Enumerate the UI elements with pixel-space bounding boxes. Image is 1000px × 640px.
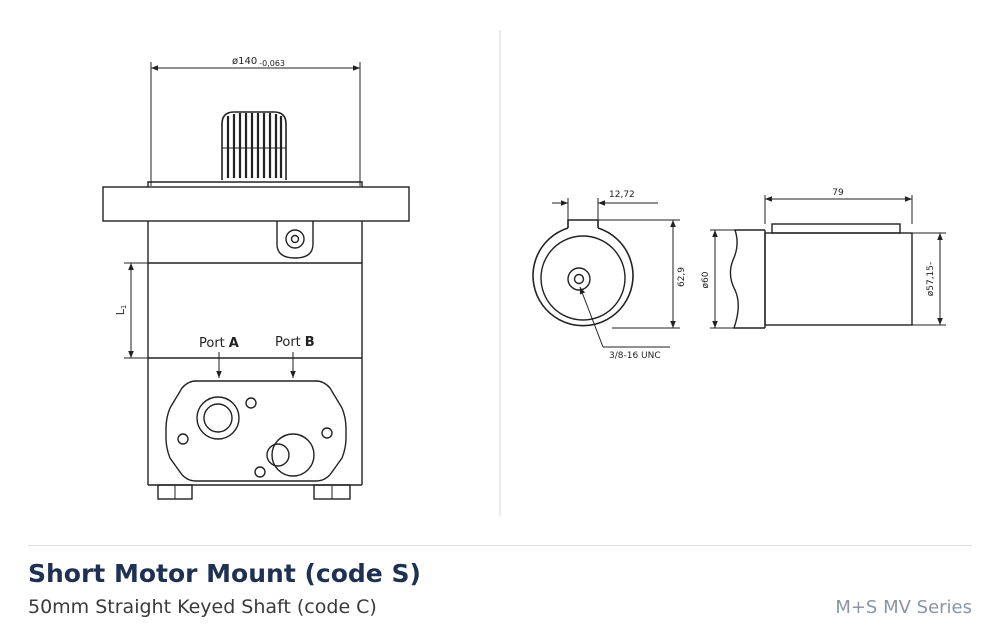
series-label: M+S MV Series	[835, 597, 972, 618]
flange-diameter-label: ø140-0,063	[232, 56, 285, 68]
key-height-label: 62,9	[677, 267, 687, 287]
key-width-label: 12,72	[609, 190, 635, 200]
shaft-base-diameter-label: ø60	[701, 271, 711, 288]
shaft-side-view	[710, 195, 946, 329]
thread-label: 3/8-16 UNC	[609, 351, 661, 361]
drain-port	[276, 221, 314, 259]
caption-title: Short Motor Mount (code S)	[28, 559, 421, 588]
pilot-ring	[147, 181, 363, 187]
length-label: L1	[114, 305, 128, 316]
length-dimension	[124, 262, 148, 359]
motor-front-view	[102, 62, 410, 500]
flange-diameter-dimension	[150, 62, 361, 186]
spline-shaft	[221, 111, 287, 180]
shaft-end-view	[532, 198, 680, 348]
shaft-diameter-label: ø57,15-	[926, 262, 936, 297]
motor-body	[147, 221, 363, 359]
mounting-flange	[102, 186, 410, 222]
caption-divider	[28, 545, 972, 546]
shaft-length-label: 79	[832, 188, 844, 198]
caption-subtitle: 50mm Straight Keyed Shaft (code C)	[28, 596, 377, 618]
port-housing	[147, 358, 363, 500]
